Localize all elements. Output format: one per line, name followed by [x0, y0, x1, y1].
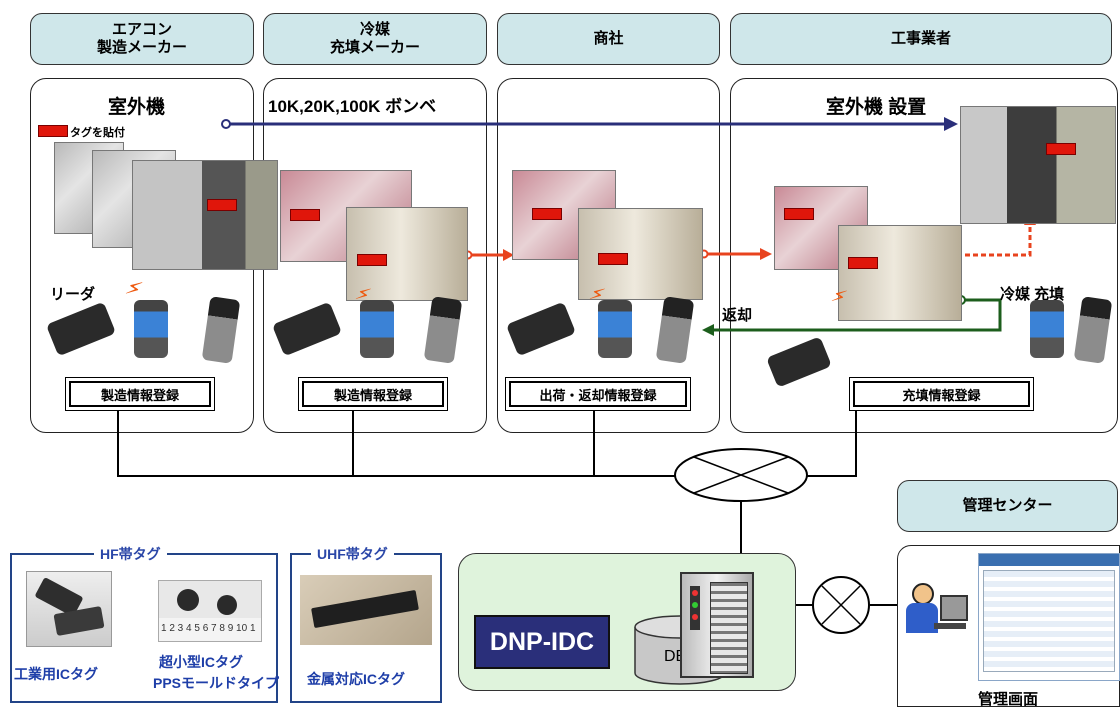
- panel-title-cylinders: 10K,20K,100K ボンベ: [268, 97, 437, 116]
- pda-reader-icon: [598, 300, 632, 358]
- uhf-tag-title: UHF帯タグ: [311, 544, 394, 564]
- cylinder-photo-front: [838, 225, 962, 321]
- network-switch: [812, 576, 870, 634]
- registration-box-aircon: 製造情報登録: [65, 377, 215, 411]
- industrial-tag-photo: [26, 571, 112, 647]
- management-screen-label: 管理画面: [978, 691, 1039, 708]
- metal-tag-photo: [300, 575, 432, 645]
- datacenter-label-box: DNP-IDC: [474, 615, 610, 669]
- header-refrigerant-manufacturer: 冷媒 充填メーカー: [263, 13, 487, 65]
- rfid-tag-marker: [532, 208, 562, 220]
- panel-title-installation: 室外機 設置: [826, 97, 927, 118]
- rfid-tag-marker: [784, 208, 814, 220]
- installed-outdoor-unit-photo: [960, 106, 1116, 224]
- operator-icon: [906, 583, 968, 643]
- ruler-scale: 1 2 3 4 5 6 7 8 9 10 1: [161, 623, 256, 634]
- mini-tag-photo: 1 2 3 4 5 6 7 8 9 10 1: [158, 580, 262, 642]
- registration-label: 製造情報登録: [302, 381, 444, 407]
- reader-label: リーダ: [50, 286, 96, 303]
- rfid-tag-marker: [848, 257, 878, 269]
- management-screen-thumbnail: [978, 553, 1120, 681]
- network-lines: [117, 408, 905, 606]
- server-icon: [680, 572, 754, 678]
- registration-label: 充填情報登録: [853, 381, 1030, 407]
- tag-legend-swatch: [38, 125, 68, 137]
- rfid-tag-marker: [290, 209, 320, 221]
- rfid-tag-marker: [207, 199, 237, 211]
- pda-reader-icon: [1030, 300, 1064, 358]
- header-contractor: 工事業者: [730, 13, 1112, 65]
- return-label: 返却: [722, 307, 753, 324]
- metal-tag-label: 金属対応ICタグ: [307, 671, 405, 687]
- hf-tag-title: HF帯タグ: [94, 544, 167, 564]
- panel-title-outdoor-unit: 室外機: [108, 97, 166, 118]
- registration-box-refrigerant: 製造情報登録: [298, 377, 448, 411]
- mini-tag-label-line1: 超小型ICタグ: [159, 654, 243, 670]
- header-management-center: 管理センター: [897, 480, 1118, 532]
- datacenter-name: DNP-IDC: [489, 627, 595, 656]
- pda-reader-icon: [134, 300, 168, 358]
- industrial-tag-label: 工業用ICタグ: [14, 666, 98, 682]
- rfid-tag-marker: [598, 253, 628, 265]
- header-aircon-manufacturer: エアコン 製造メーカー: [30, 13, 254, 65]
- tag-attach-label: タグを貼付: [70, 127, 125, 139]
- refill-label: 冷媒 充填: [1000, 286, 1065, 303]
- registration-label: 製造情報登録: [69, 381, 211, 407]
- outdoor-unit-photo-3: [132, 160, 278, 270]
- header-trading-company: 商社: [497, 13, 720, 65]
- registration-box-trading: 出荷・返却情報登録: [505, 377, 691, 411]
- mini-tag-label-line2: PPSモールドタイプ: [153, 675, 280, 691]
- pda-reader-icon: [360, 300, 394, 358]
- rfid-tag-marker: [357, 254, 387, 266]
- flow-arrow: [221, 117, 958, 131]
- network-router: [674, 448, 808, 502]
- registration-label: 出荷・返却情報登録: [509, 381, 687, 407]
- rfid-tag-marker: [1046, 143, 1076, 155]
- registration-box-contractor: 充填情報登録: [849, 377, 1034, 411]
